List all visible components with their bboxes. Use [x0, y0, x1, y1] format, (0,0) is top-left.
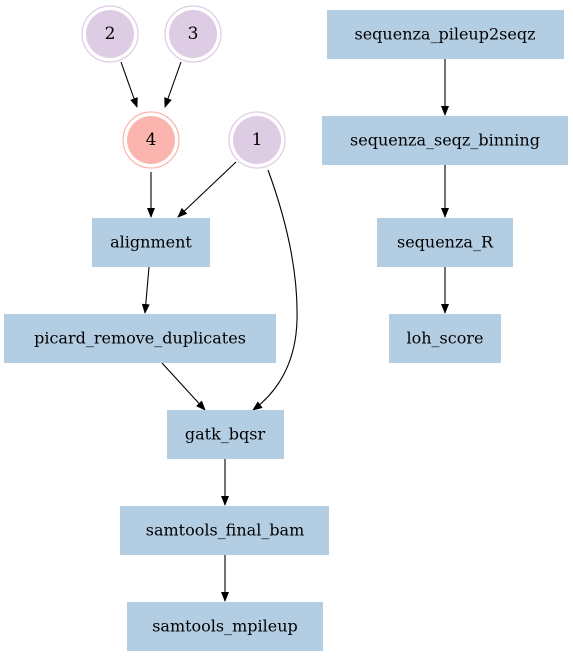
node-input-3-label: 3 — [188, 24, 199, 44]
node-samtools-mpileup-label: samtools_mpileup — [152, 617, 298, 636]
node-input-1-label: 1 — [252, 130, 263, 150]
edge-3-to-4 — [164, 61, 182, 108]
node-input-3[interactable]: 3 — [164, 5, 222, 63]
edge-1-to-alignment — [177, 161, 237, 218]
node-samtools-final-bam-label: samtools_final_bam — [146, 521, 305, 540]
node-loh-score-label: loh_score — [407, 329, 484, 348]
node-samtools-mpileup[interactable]: samtools_mpileup — [127, 602, 323, 651]
edge-picard-to-gatk — [161, 362, 206, 411]
node-merge-4[interactable]: 4 — [122, 111, 180, 169]
node-picard-remove-duplicates[interactable]: picard_remove_duplicates — [4, 314, 276, 363]
node-input-1[interactable]: 1 — [228, 111, 286, 169]
node-sequenza-seqz-binning[interactable]: sequenza_seqz_binning — [322, 116, 568, 165]
node-sequenza-pileup2seqz[interactable]: sequenza_pileup2seqz — [327, 10, 564, 59]
node-alignment[interactable]: alignment — [92, 218, 210, 267]
node-sequenza-pileup2seqz-label: sequenza_pileup2seqz — [355, 25, 536, 44]
node-gatk-bqsr-label: gatk_bqsr — [185, 425, 266, 444]
node-input-2[interactable]: 2 — [81, 5, 139, 63]
edge-1-to-gatk — [252, 169, 298, 411]
node-sequenza-r-label: sequenza_R — [397, 233, 494, 252]
node-samtools-final-bam[interactable]: samtools_final_bam — [120, 506, 329, 555]
node-merge-4-label: 4 — [146, 130, 157, 150]
node-sequenza-seqz-binning-label: sequenza_seqz_binning — [350, 131, 540, 150]
edge-2-to-4 — [120, 61, 138, 108]
node-sequenza-r[interactable]: sequenza_R — [377, 218, 513, 267]
node-alignment-label: alignment — [110, 233, 192, 252]
edge-alignment-to-picard — [141, 266, 150, 314]
node-input-2-label: 2 — [105, 24, 116, 44]
node-picard-remove-duplicates-label: picard_remove_duplicates — [34, 329, 246, 348]
node-loh-score[interactable]: loh_score — [389, 314, 501, 363]
node-gatk-bqsr[interactable]: gatk_bqsr — [167, 410, 284, 459]
edges — [120, 59, 449, 602]
